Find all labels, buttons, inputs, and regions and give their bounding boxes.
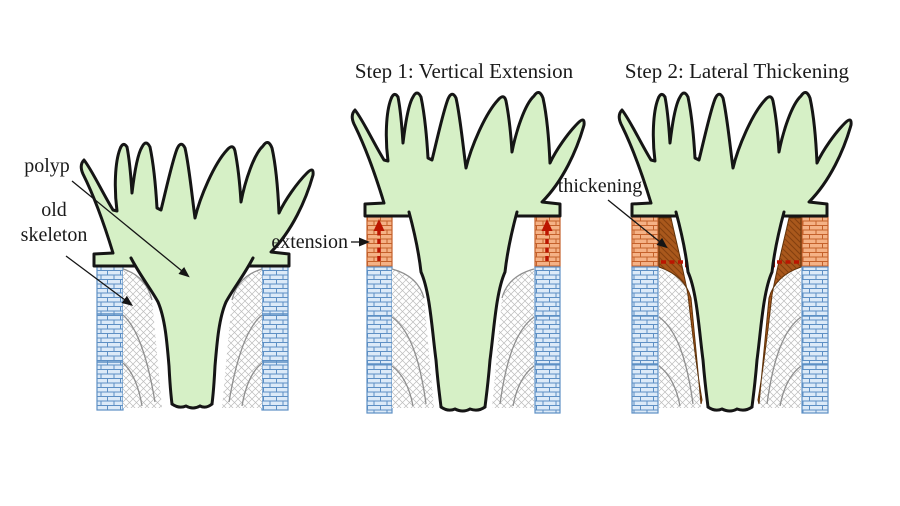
- panel-step2: Step 2: Lateral Thickening: [558, 59, 853, 414]
- step2-blue-column-right: [801, 266, 829, 414]
- step2-title: Step 2: Lateral Thickening: [625, 59, 850, 83]
- step2-thickening-deposits: [658, 217, 802, 405]
- step2-growth-lines: [658, 316, 802, 407]
- step1-skeleton-hatch-right: [492, 269, 534, 408]
- step2-polyp-crown: [617, 90, 853, 218]
- polyp-pointer-arrow: [71, 180, 190, 278]
- step1-blue-column-right: [534, 266, 561, 414]
- left-panel-blue-column-left: [96, 265, 124, 411]
- step1-title: Step 1: Vertical Extension: [355, 59, 574, 83]
- step1-blue-column-left: [366, 266, 393, 414]
- step2-orange-column-left: [631, 216, 659, 268]
- thickening-deposit-right-hatch: [758, 218, 801, 404]
- polyp-label: polyp: [24, 155, 70, 177]
- step2-orange-column-right: [801, 216, 829, 268]
- step1-growth-lines: [391, 268, 535, 407]
- step2-column-segments: [632, 315, 828, 365]
- step1-polyp-crown: [350, 90, 586, 218]
- left-panel-stem-outline: [129, 256, 255, 410]
- thickening-label: thickening: [558, 175, 642, 197]
- step1-polyp-stem: [408, 205, 518, 410]
- step1-column-segments: [367, 315, 560, 365]
- left-panel-polyp-stem: [130, 252, 254, 407]
- left-panel-blue-column-right: [261, 265, 289, 411]
- left-panel-skeleton-hatch-right: [222, 269, 262, 408]
- old-skeleton-pointer-arrow: [65, 255, 134, 306]
- thickening-pointer-arrow: [607, 199, 668, 249]
- old-skeleton-label-line1: old: [41, 199, 67, 221]
- step2-blue-column-left: [631, 266, 659, 414]
- step1-skeleton-hatch-left: [392, 269, 434, 408]
- old-skeleton-label-line2: skeleton: [21, 224, 88, 246]
- extension-label: extension: [271, 231, 348, 253]
- panel-left: polyp old skeleton: [21, 140, 315, 411]
- step1-extension-arrows: [373, 219, 553, 261]
- thickening-deposit-left-hatch: [659, 218, 702, 404]
- step1-stem-outline: [407, 210, 519, 413]
- left-panel-growth-lines: [122, 268, 263, 407]
- left-panel-column-segments: [97, 313, 288, 363]
- step2-polyp-stem: [675, 205, 785, 410]
- panel-step1: Step 1: Vertical Extension: [271, 59, 586, 414]
- step2-stem-outline: [674, 210, 786, 413]
